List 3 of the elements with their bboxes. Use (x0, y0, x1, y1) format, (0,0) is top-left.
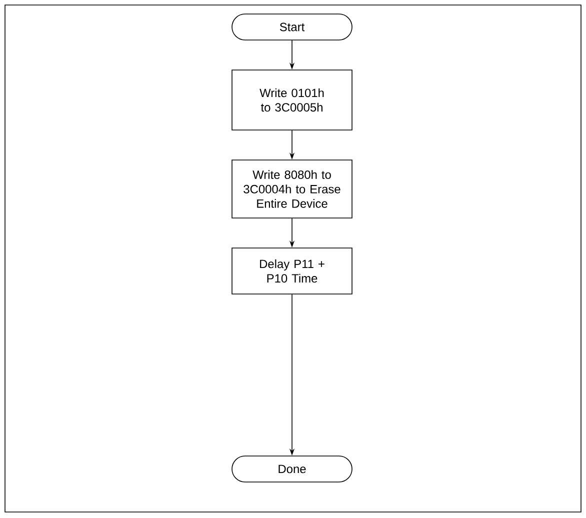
process-box: Write 8080h to 3C0004h to Erase Entire Device (232, 160, 352, 218)
process-box: Delay P11 + P10 Time (232, 248, 352, 294)
process-box: Write 0101h to 3C0005h (232, 70, 352, 130)
